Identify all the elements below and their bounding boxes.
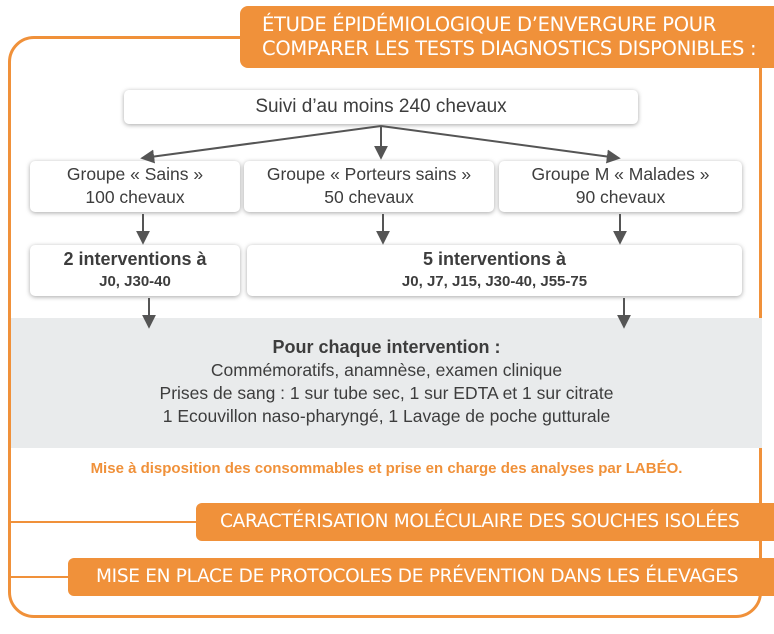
group-count: 50 chevaux [324,187,414,207]
prevention-banner-text: MISE EN PLACE DE PROTOCOLES DE PRÉVENTIO… [96,566,739,587]
intervention-title: 2 interventions à [63,249,207,269]
cohort-box: Suivi d’au moins 240 chevaux [124,90,638,124]
connector-line-bottom [11,576,69,578]
intervention-box-2: 2 interventions à J0, J30-40 [30,245,240,296]
labeo-note: Mise à disposition des consommables et p… [90,460,683,477]
cohort-text: Suivi d’au moins 240 chevaux [255,96,507,117]
molecular-banner-text: CARACTÉRISATION MOLÉCULAIRE DES SOUCHES … [220,511,740,532]
prevention-banner: MISE EN PLACE DE PROTOCOLES DE PRÉVENTIO… [68,558,774,596]
header-banner: ÉTUDE ÉPIDÉMIOLOGIQUE D’ENVERGURE POUR C… [240,6,774,68]
group-count: 100 chevaux [85,187,185,207]
group-name: Groupe M « Malades » [531,164,710,184]
panel-line: Prises de sang : 1 sur tube sec, 1 sur E… [159,383,614,403]
header-line-2: COMPARER LES TESTS DIAGNOSTICS DISPONIBL… [262,37,757,60]
group-name: Groupe « Sains » [66,164,204,184]
group-name: Groupe « Porteurs sains » [266,164,472,184]
group-count: 90 chevaux [575,187,666,207]
header-line-1: ÉTUDE ÉPIDÉMIOLOGIQUE D’ENVERGURE POUR [262,13,716,36]
intervention-title: 5 interventions à [422,249,567,269]
intervention-box-5: 5 interventions à J0, J7, J15, J30-40, J… [247,245,742,296]
group-box-malades: Groupe M « Malades » 90 chevaux [499,161,742,212]
connector-line-middle [11,521,197,523]
intervention-days: J0, J7, J15, J30-40, J55-75 [401,273,588,290]
group-box-porteurs-sains: Groupe « Porteurs sains » 50 chevaux [244,161,494,212]
panel-line: 1 Ecouvillon naso-pharyngé, 1 Lavage de … [162,406,611,426]
panel-heading: Pour chaque intervention : [272,337,501,357]
arrow-to-malades [380,125,621,164]
procedure-panel: Pour chaque intervention : Commémoratifs… [11,318,762,448]
arrow-to-sains [140,125,382,164]
group-box-sains: Groupe « Sains » 100 chevaux [30,161,240,212]
intervention-days: J0, J30-40 [99,273,171,290]
molecular-banner: CARACTÉRISATION MOLÉCULAIRE DES SOUCHES … [196,503,774,541]
panel-line: Commémoratifs, anamnèse, examen clinique [210,360,563,380]
